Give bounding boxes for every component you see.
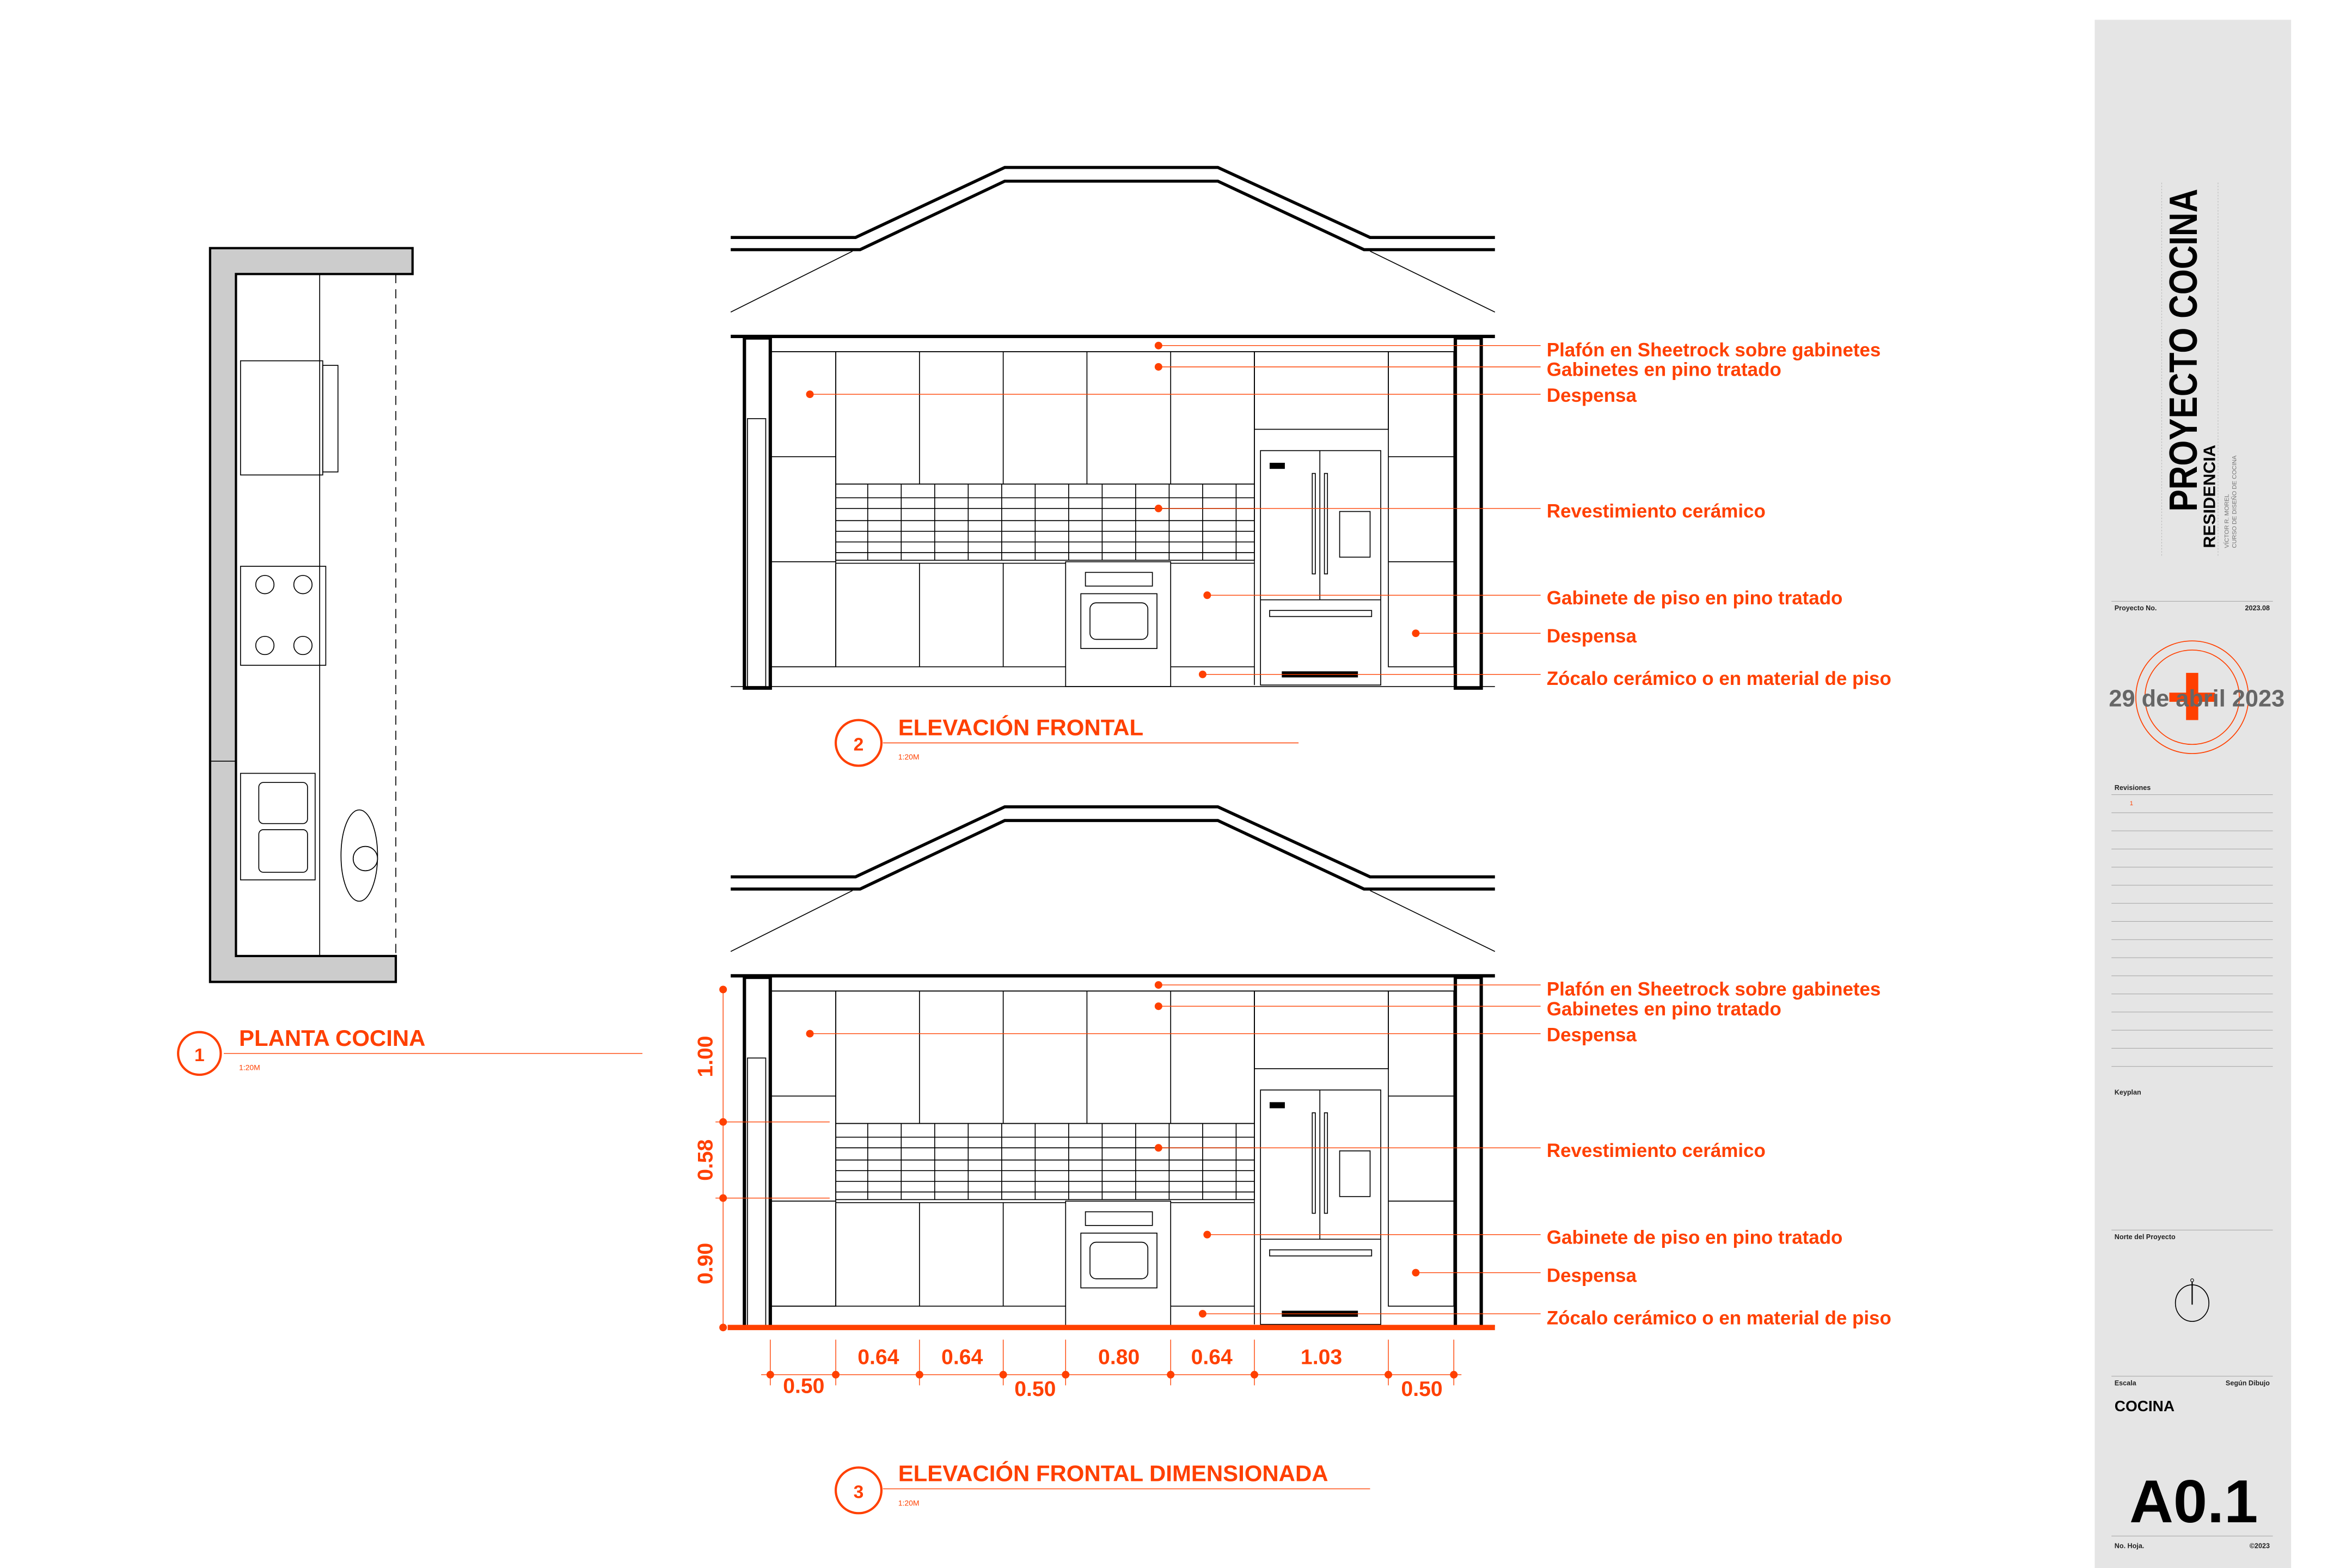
elevation-scale: 1:20M (898, 1498, 920, 1507)
plan-title: PLANTA COCINA (239, 1025, 425, 1051)
vertical-dimensions: 1.00 0.58 0.90 (694, 985, 830, 1332)
elevation-scale: 1:20M (898, 752, 920, 761)
callout: Gabinete de piso en pino tratado (1547, 1227, 1843, 1248)
project-subtitle: RESIDENCIA (2200, 445, 2219, 548)
front-elevation: Plafón en Sheetrock sobre gabinetes Gabi… (731, 168, 1891, 767)
callout: Zócalo cerámico o en material de piso (1547, 668, 1891, 689)
dim-label: 0.50 (1014, 1377, 1056, 1401)
elevation-number: 3 (854, 1482, 864, 1502)
sink-plan (240, 773, 316, 880)
dim-dot (1167, 1370, 1175, 1379)
fridge-plan (240, 360, 323, 476)
callout: Gabinetes en pino tratado (1547, 999, 1781, 1020)
sheet-number: A0.1 (2129, 1467, 2258, 1535)
stamp (2135, 640, 2249, 754)
project-no-label: Proyecto No. (2115, 604, 2157, 612)
person-figure (340, 809, 378, 902)
date: 29 de abril 2023 (2109, 685, 2284, 712)
cooktop-plan (240, 566, 327, 666)
dim-dot (1385, 1370, 1393, 1379)
dim-label: 0.64 (857, 1345, 899, 1369)
dimensioned-elevation: Plafón en Sheetrock sobre gabinetes Gabi… (694, 807, 1891, 1515)
callout: Revestimiento cerámico (1547, 1140, 1766, 1161)
scale-label: Escala (2115, 1379, 2137, 1387)
dim-label: 0.64 (1191, 1345, 1233, 1369)
dim-dot (999, 1370, 1007, 1379)
elevation-title: ELEVACIÓN FRONTAL (898, 714, 1143, 740)
plan-scale: 1:20M (239, 1063, 260, 1072)
copyright: ©2023 (2250, 1542, 2270, 1550)
dim-label: 0.50 (1401, 1377, 1442, 1401)
callout: Despensa (1547, 626, 1637, 647)
plan-label: 1 PLANTA COCINA 1:20M (177, 1025, 642, 1076)
project-no: 2023.08 (2245, 604, 2270, 612)
dim-label: 0.64 (941, 1345, 983, 1369)
plan-number: 1 (194, 1045, 205, 1065)
north-label: Norte del Proyecto (2115, 1233, 2176, 1241)
revisions-label: Revisiones (2115, 784, 2151, 792)
course: CURSO DE DISEÑO DE COCINA (2231, 455, 2238, 548)
elevation-title: ELEVACIÓN FRONTAL DIMENSIONADA (898, 1460, 1328, 1486)
dim-label: 0.90 (694, 1243, 718, 1284)
dim-label: 1.03 (1301, 1345, 1342, 1369)
dim-dot (766, 1370, 774, 1379)
dim-dot (1062, 1370, 1070, 1379)
dim-label: 0.50 (783, 1374, 824, 1398)
callout: Zócalo cerámico o en material de piso (1547, 1308, 1891, 1329)
callout: Despensa (1547, 1265, 1637, 1286)
dim-label: 1.00 (694, 1036, 718, 1077)
callout: Revestimiento cerámico (1547, 501, 1766, 522)
callout: Gabinetes en pino tratado (1547, 359, 1781, 381)
dim-dot (832, 1370, 840, 1379)
revision-number: 1 (2130, 800, 2133, 807)
callout: Despensa (1547, 385, 1637, 406)
kitchen-floor-plan (209, 247, 414, 983)
revision-lines (2111, 794, 2273, 1067)
dim-label: 0.58 (694, 1140, 718, 1181)
callout: Gabinete de piso en pino tratado (1547, 587, 1843, 609)
horizontal-dimensions: 0.64 0.64 0.80 0.64 1.03 0.50 0.50 0.50 (761, 1339, 1462, 1401)
elevation-number: 2 (854, 734, 864, 755)
callout: Plafón en Sheetrock sobre gabinetes (1547, 979, 1881, 1000)
project-title: PROYECTO COCINA (2161, 189, 2206, 512)
author: VÍCTOR R. MOREL (2224, 494, 2231, 548)
dim-label: 0.80 (1098, 1345, 1140, 1369)
dim-dot (915, 1370, 923, 1379)
dim-dot (1251, 1370, 1258, 1379)
scale-value: Según Dibujo (2226, 1379, 2270, 1387)
title-block: PROYECTO COCINA RESIDENCIA VÍCTOR R. MOR… (2094, 20, 2292, 1568)
sheet-name: COCINA (2115, 1398, 2175, 1414)
callout: Despensa (1547, 1025, 1637, 1046)
north-arrow-icon (2175, 1278, 2210, 1322)
keyplan-label: Keyplan (2115, 1088, 2141, 1096)
sheet-no-label: No. Hoja. (2115, 1542, 2145, 1550)
callout: Plafón en Sheetrock sobre gabinetes (1547, 339, 1881, 360)
dim-dot (1450, 1370, 1458, 1379)
